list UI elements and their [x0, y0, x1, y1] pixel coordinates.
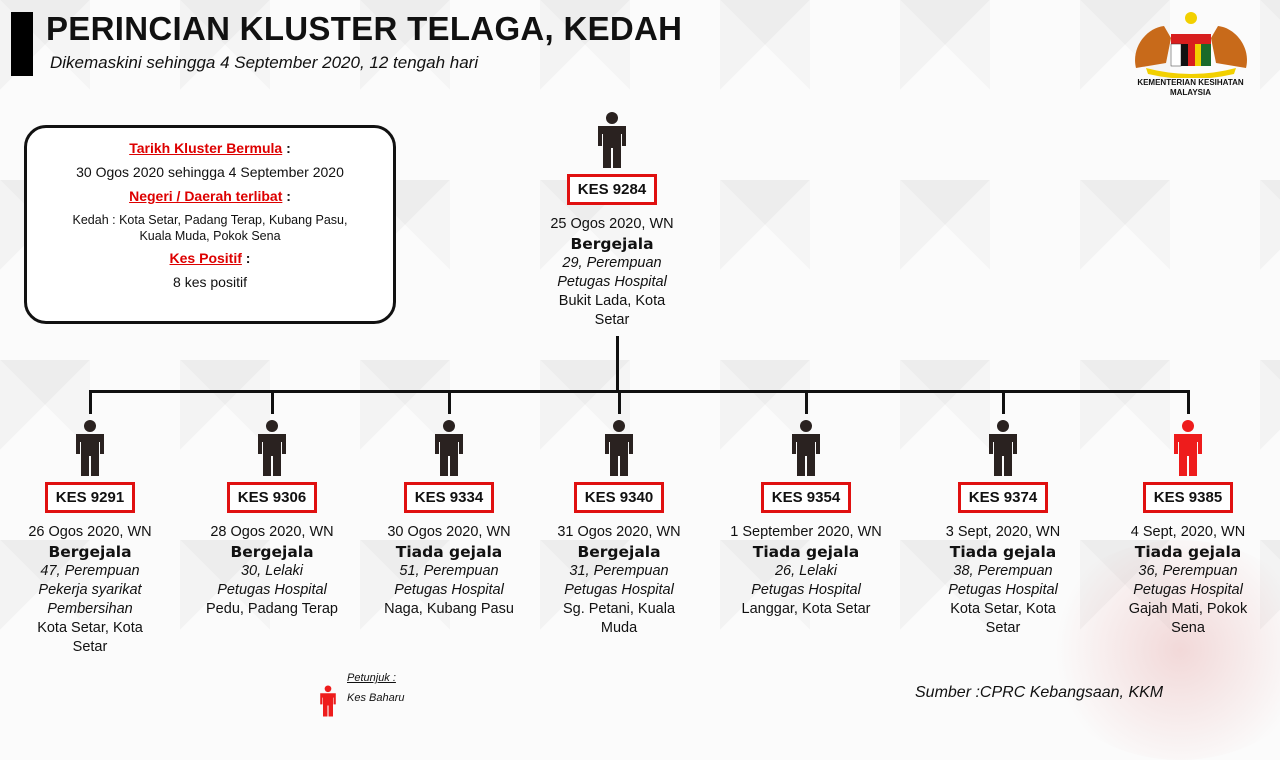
case-job: Pekerja syarikat Pembersihan [38, 582, 142, 617]
case-age-sex: 36, Perempuan [1138, 563, 1238, 579]
connector-line [89, 390, 92, 414]
case-age-sex: 38, Perempuan [953, 563, 1053, 579]
case-date: 1 September 2020, WN [730, 524, 882, 540]
source-note: Sumber :CPRC Kebangsaan, KKM [915, 684, 1164, 701]
case-node: KES 9334 30 Ogos 2020, WN Tiada gejala 51, … [359, 420, 539, 619]
case-status: Bergejala [48, 543, 132, 561]
case-status: Bergejala [570, 235, 654, 253]
case-id-box: KES 9340 [573, 482, 665, 513]
connector-line [1002, 390, 1005, 414]
connector-line [616, 336, 619, 392]
person-icon [605, 420, 633, 476]
background-pattern [0, 0, 1280, 720]
case-node: KES 9284 25 Ogos 2020, WN Bergejala 29, Per… [522, 112, 702, 330]
area-value: Kedah : Kota Setar, Padang Terap, Kubang… [72, 213, 348, 243]
case-date: 30 Ogos 2020, WN [387, 524, 511, 540]
case-age-sex: 51, Perempuan [399, 563, 499, 579]
connector-line [805, 390, 808, 414]
case-id-box: KES 9354 [760, 482, 852, 513]
case-node: KES 9291 26 Ogos 2020, WN Bergejala 47, Per… [0, 420, 180, 657]
case-date: 3 Sept, 2020, WN [945, 524, 1061, 540]
case-id-box: KES 9374 [957, 482, 1049, 513]
case-node: KES 9385 4 Sept, 2020, WN Tiada gejala 36, … [1098, 420, 1278, 638]
positive-label: Kes Positif [169, 250, 242, 266]
connector-line [89, 390, 1190, 393]
case-job: Petugas Hospital [1133, 582, 1243, 598]
case-id-box: KES 9284 [566, 174, 658, 205]
case-job: Petugas Hospital [217, 582, 327, 598]
connector-line [1187, 390, 1190, 414]
case-status: Bergejala [230, 543, 314, 561]
case-location: Bukit Lada, Kota Setar [558, 293, 666, 328]
kkm-logo: KEMENTERIAN KESIHATAN MALAYSIA [1118, 8, 1263, 98]
case-node: KES 9306 28 Ogos 2020, WN Bergejala 30, Lel… [182, 420, 362, 619]
colon: : [286, 188, 291, 204]
area-label: Negeri / Daerah terlibat [129, 188, 283, 204]
case-node: KES 9340 31 Ogos 2020, WN Bergejala 31, Per… [529, 420, 709, 638]
case-job: Petugas Hospital [394, 582, 504, 598]
colon: : [286, 140, 291, 156]
case-location: Kota Setar, Kota Setar [950, 601, 1056, 636]
case-date: 4 Sept, 2020, WN [1130, 524, 1246, 540]
case-date: 26 Ogos 2020, WN [28, 524, 152, 540]
coat-of-arms-icon [1134, 12, 1247, 78]
case-status: Tiada gejala [395, 543, 503, 561]
connector-line [271, 390, 274, 414]
case-date: 28 Ogos 2020, WN [210, 524, 334, 540]
person-icon [258, 420, 286, 476]
logo-text-line2: MALAYSIA [1169, 88, 1212, 97]
title-accent-bar [11, 12, 33, 76]
case-age-sex: 29, Perempuan [562, 255, 662, 271]
case-job: Petugas Hospital [948, 582, 1058, 598]
legend-new-case: Kes Baharu [347, 692, 405, 704]
case-node: KES 9374 3 Sept, 2020, WN Tiada gejala 38, … [913, 420, 1093, 638]
page-title: PERINCIAN KLUSTER TELAGA, KEDAH [46, 10, 683, 47]
case-id-box: KES 9306 [226, 482, 318, 513]
cluster-info-box: Tarikh Kluster Bermula : 30 Ogos 2020 se… [24, 125, 396, 324]
case-status: Tiada gejala [949, 543, 1057, 561]
case-job: Petugas Hospital [557, 274, 667, 290]
case-location: Naga, Kubang Pasu [384, 601, 514, 617]
case-age-sex: 47, Perempuan [40, 563, 140, 579]
start-date-label: Tarikh Kluster Bermula [129, 140, 283, 156]
case-node: KES 9354 1 September 2020, WN Tiada gejala… [716, 420, 896, 619]
case-age-sex: 30, Lelaki [240, 563, 304, 579]
person-icon [435, 420, 463, 476]
start-date-value: 30 Ogos 2020 sehingga 4 September 2020 [76, 164, 344, 180]
person-icon [76, 420, 104, 476]
case-location: Gajah Mati, Pokok Sena [1128, 601, 1248, 636]
case-location: Kota Setar, Kota Setar [37, 620, 143, 655]
case-job: Petugas Hospital [564, 582, 674, 598]
connector-line [618, 390, 621, 414]
connector-line [448, 390, 451, 414]
positive-value: 8 kes positif [173, 274, 247, 290]
person-icon [1174, 420, 1202, 476]
case-status: Tiada gejala [1134, 543, 1242, 561]
case-id-box: KES 9291 [44, 482, 136, 513]
case-status: Tiada gejala [752, 543, 860, 561]
logo-text-line1: KEMENTERIAN KESIHATAN [1137, 78, 1244, 87]
person-icon [598, 112, 626, 168]
case-status: Bergejala [577, 543, 661, 561]
legend-title: Petunjuk : [347, 672, 396, 684]
colon: : [245, 250, 251, 266]
case-id-box: KES 9385 [1142, 482, 1234, 513]
case-date: 31 Ogos 2020, WN [557, 524, 681, 540]
case-id-box: KES 9334 [403, 482, 495, 513]
person-icon [989, 420, 1017, 476]
case-location: Sg. Petani, Kuala Muda [562, 601, 676, 636]
case-job: Petugas Hospital [751, 582, 861, 598]
case-location: Langgar, Kota Setar [741, 601, 871, 617]
case-location: Pedu, Padang Terap [206, 601, 338, 617]
person-icon-red [320, 685, 336, 717]
case-date: 25 Ogos 2020, WN [550, 216, 674, 232]
page-subtitle: Dikemaskini sehingga 4 September 2020, 1… [50, 53, 479, 72]
case-age-sex: 31, Perempuan [569, 563, 669, 579]
case-age-sex: 26, Lelaki [774, 563, 838, 579]
person-icon [792, 420, 820, 476]
